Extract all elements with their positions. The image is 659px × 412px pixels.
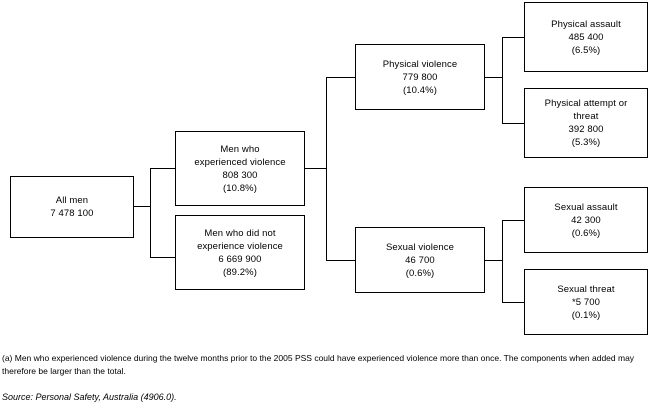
node-sexual-threat-percent: (0.1%) [571,309,601,321]
node-physical-threat-label-1: Physical attempt or [544,98,628,109]
connector-to-sexual-threat [502,302,524,303]
connector-level2-spine [326,77,327,260]
connector-to-sexual-assault [502,220,524,221]
node-not-experienced-value: 6 669 900 [218,253,262,265]
node-sexual-assault-percent: (0.6%) [571,227,601,239]
connector-experienced-stub [305,168,327,169]
node-sexual-violence-value: 46 700 [405,254,435,266]
node-experienced-violence[interactable]: Men who experienced violence 808 300 (10… [175,131,305,206]
node-physical-violence-value: 779 800 [402,71,438,83]
node-physical-assault[interactable]: Physical assault 485 400 (6.5%) [524,2,648,72]
node-physical-violence[interactable]: Physical violence 779 800 (10.4%) [355,44,485,110]
node-sexual-threat-value: *5 700 [571,296,601,308]
node-all-men-label: All men [55,195,89,206]
node-physical-assault-label: Physical assault [551,18,621,30]
connector-physical-spine [502,37,503,123]
connector-level1-spine [150,168,151,258]
connector-to-physical-assault [502,37,524,38]
node-sexual-threat-label: Sexual threat [557,283,615,295]
node-physical-violence-label: Physical violence [382,58,458,70]
connector-to-experienced [150,168,175,169]
connector-sexual-spine [502,220,503,302]
node-physical-assault-value: 485 400 [568,31,604,43]
connector-physical-violence-stub [485,77,503,78]
node-sexual-assault[interactable]: Sexual assault 42 300 (0.6%) [524,187,648,253]
node-experienced-label-2: experienced violence [194,156,286,168]
connector-to-physical-violence [326,77,355,78]
node-experienced-percent: (10.8%) [223,182,257,194]
node-not-experienced-label-1: Men who did not [204,227,276,239]
node-not-experienced-percent: (89.2%) [223,266,257,278]
node-sexual-violence-percent: (0.6%) [405,267,435,279]
connector-to-not-experienced [150,257,175,258]
node-sexual-violence[interactable]: Sexual violence 46 700 (0.6%) [355,227,485,293]
connector-to-sexual-violence [326,260,355,261]
node-physical-threat-value: 392 800 [568,124,604,135]
node-physical-attempt-or-threat[interactable]: Physical attempt or threat 392 800 (5.3%… [524,88,648,158]
node-physical-assault-percent: (6.5%) [571,44,601,56]
connector-all-men-stub [134,206,151,207]
connector-to-physical-threat [502,123,524,124]
flow-diagram: All men 7 478 100 Men who experienced vi… [10,2,648,335]
connector-sexual-violence-stub [485,260,503,261]
source-line: Source: Personal Safety, Australia (4906… [2,392,177,402]
node-sexual-threat[interactable]: Sexual threat *5 700 (0.1%) [524,269,648,335]
node-physical-threat-percent: (5.3%) [571,137,601,148]
node-not-experienced-violence[interactable]: Men who did not experience violence 6 66… [175,215,305,290]
node-sexual-assault-value: 42 300 [571,214,601,226]
node-all-men-value: 7 478 100 [50,208,94,219]
node-sexual-assault-label: Sexual assault [554,201,618,213]
node-not-experienced-label-2: experience violence [197,240,283,252]
node-physical-threat-label-2: threat [573,111,599,122]
node-all-men[interactable]: All men 7 478 100 [10,176,134,238]
node-physical-violence-percent: (10.4%) [403,84,437,96]
footnotes: (a) Men who experienced violence during … [2,352,657,402]
node-experienced-label-1: Men who [220,143,260,155]
node-sexual-violence-label: Sexual violence [385,241,455,253]
footnote-a: (a) Men who experienced violence during … [2,353,635,376]
node-experienced-value: 808 300 [222,169,258,181]
